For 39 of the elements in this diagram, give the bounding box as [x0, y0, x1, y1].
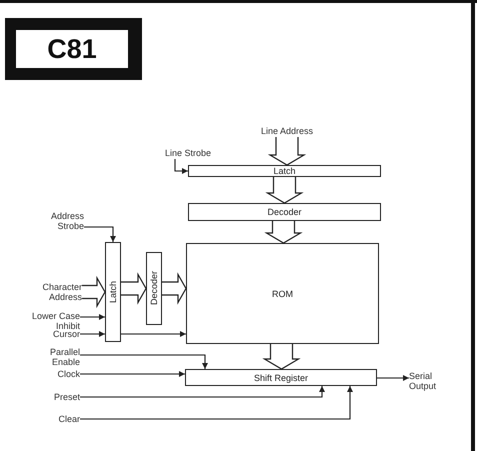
arrow [174, 159, 188, 174]
arrow [80, 386, 353, 420]
arrow [80, 386, 325, 398]
arrow [80, 331, 105, 337]
bus-arrow [81, 276, 106, 308]
block-label: Shift Register [254, 372, 308, 382]
vertical-block [105, 242, 121, 342]
arrow [80, 314, 105, 320]
bus-arrow [120, 272, 147, 305]
signal-label: Character Address [20, 281, 82, 303]
arrow [80, 354, 208, 369]
bus-arrow [264, 220, 303, 244]
signal-label: Clear [34, 413, 80, 425]
signal-label: Line Strobe [165, 147, 220, 159]
signal-label: Line Address [252, 125, 322, 137]
block-box [186, 243, 379, 344]
signal-label: Parallel Enable [30, 346, 80, 368]
signal-label: Address Strobe [30, 210, 84, 232]
block-box [188, 203, 381, 221]
bus-arrow [265, 176, 304, 204]
vertical-block [146, 252, 162, 325]
bus-arrow [161, 272, 187, 305]
block-label: Latch [108, 280, 118, 304]
block-box [188, 165, 381, 177]
signal-label: Preset [34, 391, 80, 403]
arrow [121, 331, 186, 337]
block-box [185, 369, 377, 386]
block-label: ROM [272, 288, 293, 298]
arrow [80, 371, 185, 377]
title-banner: C81 [5, 18, 142, 80]
arrow [84, 226, 116, 242]
arrow [377, 375, 409, 381]
bus-arrow [268, 136, 306, 166]
signal-label: Serial Output [409, 370, 459, 392]
bus-arrow [262, 343, 301, 370]
block-label: Decoder [149, 271, 159, 306]
block-label: Latch [273, 166, 296, 176]
block-label: Decoder [267, 207, 302, 217]
signal-label: Clock [34, 368, 80, 380]
